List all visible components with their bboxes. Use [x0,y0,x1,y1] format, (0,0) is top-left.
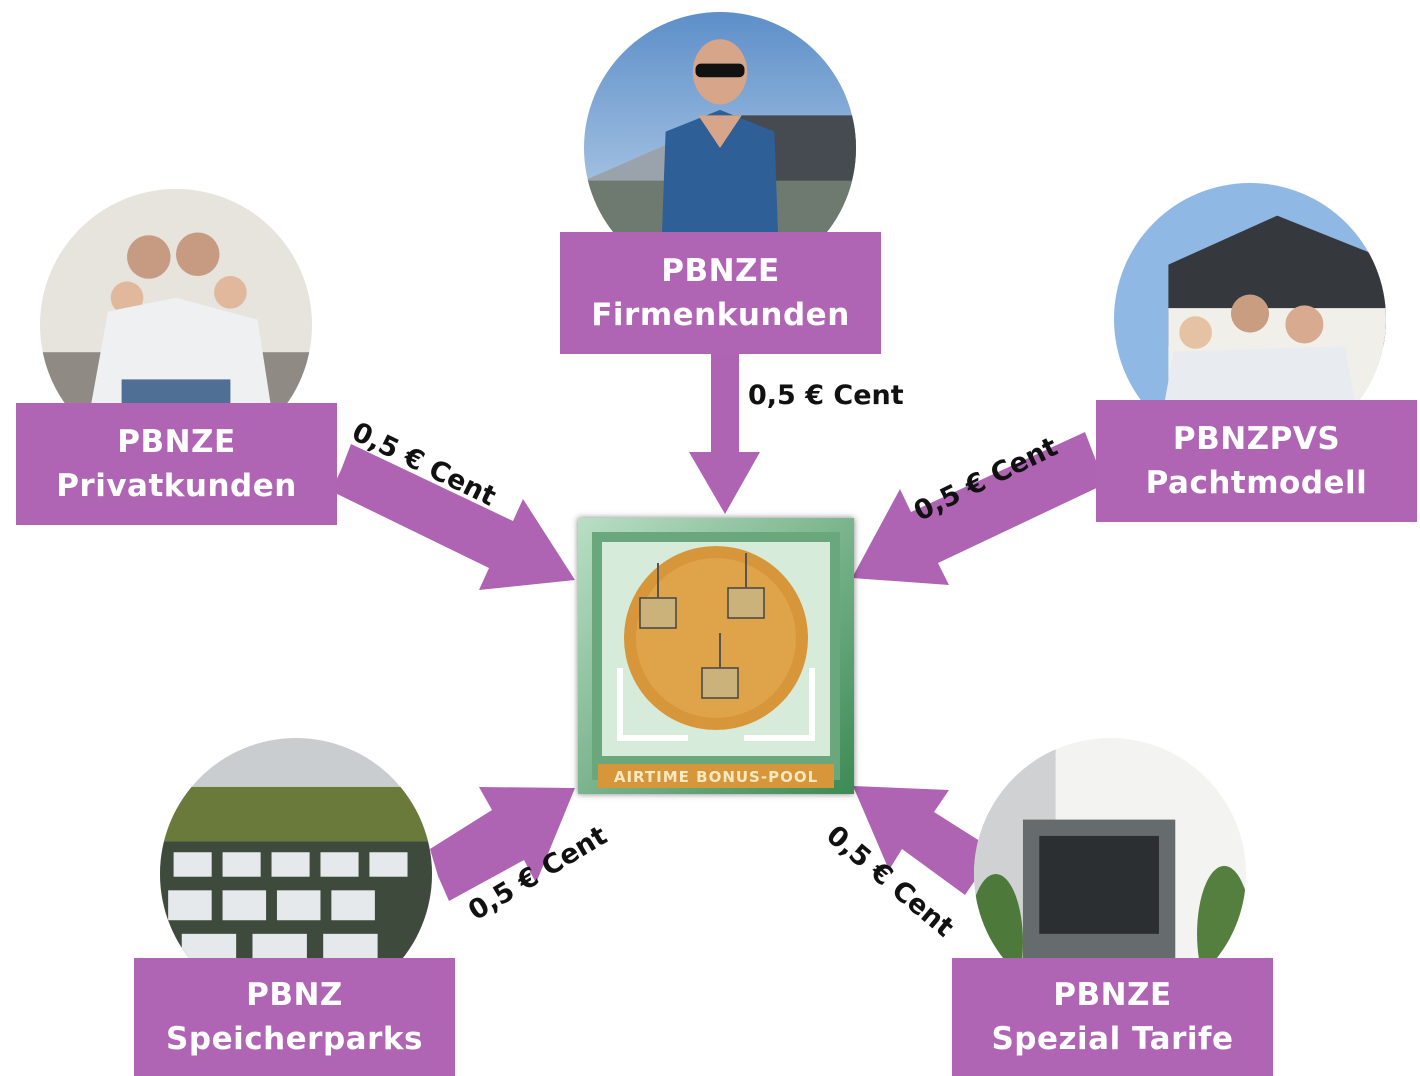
node-privatkunden: PBNZE Privatkunden [16,403,337,525]
node-spezial-tarife: PBNZE Spezial Tarife [952,958,1273,1076]
node-pachtmodell: PBNZPVS Pachtmodell [1096,400,1417,522]
node-line1: PBNZE [1053,976,1172,1013]
amount-firmenkunden: 0,5 € Cent [748,380,904,411]
node-line1: PBNZ [246,976,343,1013]
node-line1: PBNZE [117,423,236,460]
arrow-speicherparks [430,787,575,901]
node-line2: Firmenkunden [591,297,850,333]
node-line2: Speicherparks [166,1021,423,1057]
node-line1: PBNZPVS [1172,420,1341,457]
node-line2: Pachtmodell [1145,465,1368,501]
arrow-spezial [853,786,994,895]
node-firmenkunden: PBNZE Firmenkunden [560,232,881,354]
pool-label: AIRTIME BONUS-POOL [614,768,818,786]
arrow-firmenkunden [689,354,760,514]
node-speicherparks: PBNZ Speicherparks [134,958,455,1076]
node-line1: PBNZE [661,252,780,289]
node-line2: Privatkunden [56,468,297,504]
node-line2: Spezial Tarife [991,1021,1234,1057]
arrow-pachtmodell [852,432,1105,585]
airtime-bonus-pool-graphic: AIRTIME BONUS-POOL [578,518,854,794]
arrow-privatkunden [331,444,575,590]
